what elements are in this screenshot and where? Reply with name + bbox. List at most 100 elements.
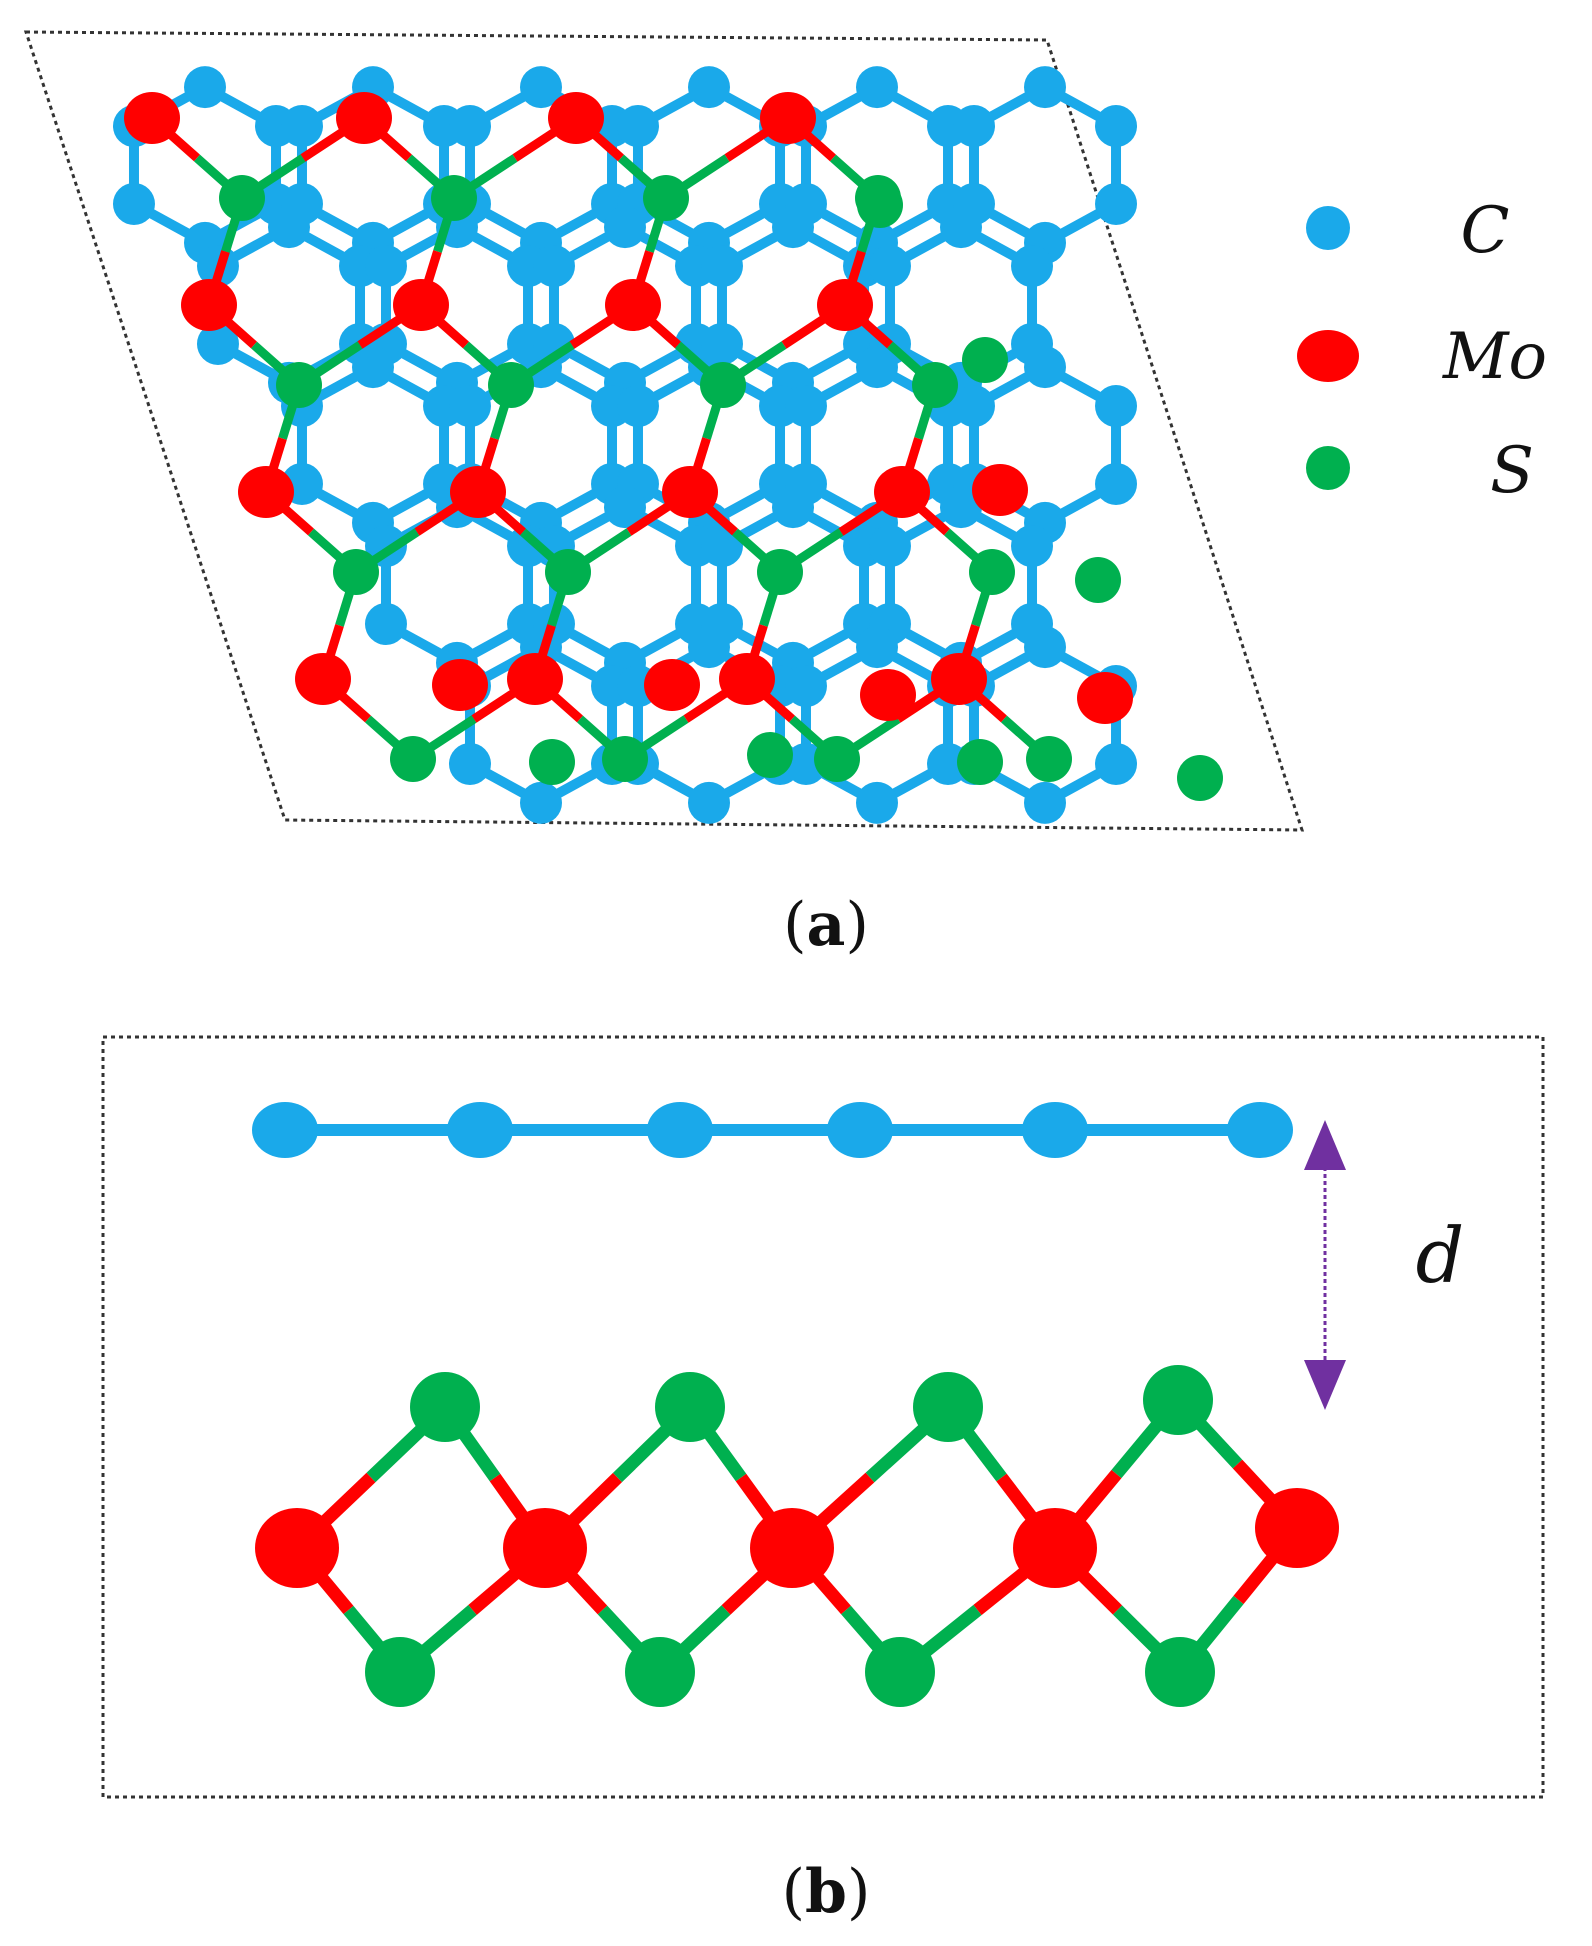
mo-atom-side	[1013, 1508, 1097, 1588]
graphene-layer-side-view	[252, 1102, 1293, 1158]
c-atom	[940, 206, 982, 249]
distance-arrow-head-top	[1304, 1120, 1346, 1170]
mo-atom	[238, 466, 294, 518]
c-atom	[352, 346, 394, 389]
s-atom-side	[410, 1372, 480, 1442]
c-atom-side	[252, 1102, 318, 1158]
s-atom-side	[865, 1637, 935, 1707]
mo-atom-side	[750, 1508, 834, 1588]
sulfur-atoms-top-view	[219, 175, 1223, 801]
c-atom-side	[447, 1102, 513, 1158]
s-atom-side	[655, 1372, 725, 1442]
mo-atom	[393, 279, 449, 331]
c-atom	[1095, 742, 1138, 785]
mo-atom	[336, 92, 392, 144]
c-atom	[448, 105, 491, 148]
s-atom	[390, 736, 436, 782]
s-atom	[747, 732, 793, 778]
panel-label-b: (b)	[782, 1857, 871, 1927]
s-atom	[219, 175, 265, 221]
c-atom	[364, 602, 407, 645]
c-atom	[856, 346, 898, 389]
supercell-boundary-b	[101, 1035, 1545, 1799]
panel-a: C Mo S (a)	[23, 30, 1547, 960]
panel-label-a-letter: a	[807, 890, 846, 960]
s-atom-side	[625, 1637, 695, 1707]
mo-atom	[719, 653, 775, 705]
mo-atom	[432, 659, 488, 711]
mo-atom	[124, 92, 180, 144]
s-atom	[431, 175, 477, 221]
mo-atom-side	[255, 1508, 339, 1588]
c-atom	[112, 182, 155, 225]
legend-label-mo: Mo	[1442, 320, 1547, 394]
c-atom	[448, 385, 491, 428]
c-atom	[520, 66, 562, 109]
s-atom	[857, 182, 903, 228]
s-atom	[602, 736, 648, 782]
c-atom	[868, 245, 911, 288]
c-atom	[1024, 346, 1066, 389]
mo-atom	[507, 653, 563, 705]
s-atom	[333, 549, 379, 595]
mo-atom	[860, 669, 916, 721]
s-atom	[700, 362, 746, 408]
s-atom	[643, 175, 689, 221]
c-atom	[604, 486, 646, 529]
legend-marker-s	[1306, 446, 1350, 490]
s-atom	[814, 736, 860, 782]
mo-atom	[450, 466, 506, 518]
mo-atom-side	[503, 1508, 587, 1588]
s-atom-side	[913, 1372, 983, 1442]
legend-marker-c	[1306, 206, 1350, 250]
s-atom	[1075, 557, 1121, 603]
c-atom	[952, 105, 995, 148]
s-atom	[545, 549, 591, 595]
supercell-boundary-a	[23, 30, 1305, 832]
mo-atom	[817, 279, 873, 331]
mo-atom	[295, 653, 351, 705]
c-atom	[952, 385, 995, 428]
c-atom	[1024, 66, 1066, 109]
mo-atom	[972, 464, 1028, 516]
c-atom	[364, 245, 407, 288]
mo-atom	[931, 653, 987, 705]
s-atom-side	[1145, 1637, 1215, 1707]
legend-marker-mo	[1297, 330, 1359, 382]
s-atom	[912, 362, 958, 408]
c-atom	[280, 105, 323, 148]
mo-atom	[181, 279, 237, 331]
legend-label-c: C	[1461, 194, 1510, 268]
mo-atom-side	[1255, 1488, 1339, 1568]
s-atom	[957, 739, 1003, 785]
panel-label-a-open: (	[783, 890, 806, 960]
c-atom	[1095, 462, 1138, 505]
c-atom	[772, 486, 814, 529]
c-atom	[784, 385, 827, 428]
interlayer-distance-arrow	[1304, 1120, 1346, 1410]
legend-label-s: S	[1490, 434, 1534, 508]
c-atom	[856, 626, 898, 669]
c-atom	[688, 66, 730, 109]
c-atom	[616, 385, 659, 428]
c-atom	[1011, 525, 1054, 568]
s-atom-side	[1143, 1365, 1213, 1435]
s-atom	[757, 549, 803, 595]
mo-atom	[1077, 672, 1133, 724]
s-atom	[969, 549, 1015, 595]
c-atom	[616, 105, 659, 148]
molybdenum-atoms-top-view	[124, 92, 1133, 724]
mo-atom	[644, 659, 700, 711]
c-atom	[784, 665, 827, 708]
mo-atom	[874, 466, 930, 518]
c-atom	[184, 66, 226, 109]
c-atom	[520, 781, 562, 824]
c-atom	[604, 206, 646, 249]
c-atom	[532, 245, 575, 288]
c-atom	[688, 781, 730, 824]
mo-atom	[548, 92, 604, 144]
c-atom	[856, 66, 898, 109]
mo-atom	[605, 279, 661, 331]
c-atom	[1095, 105, 1138, 148]
panel-label-b-open: (	[782, 1857, 805, 1927]
